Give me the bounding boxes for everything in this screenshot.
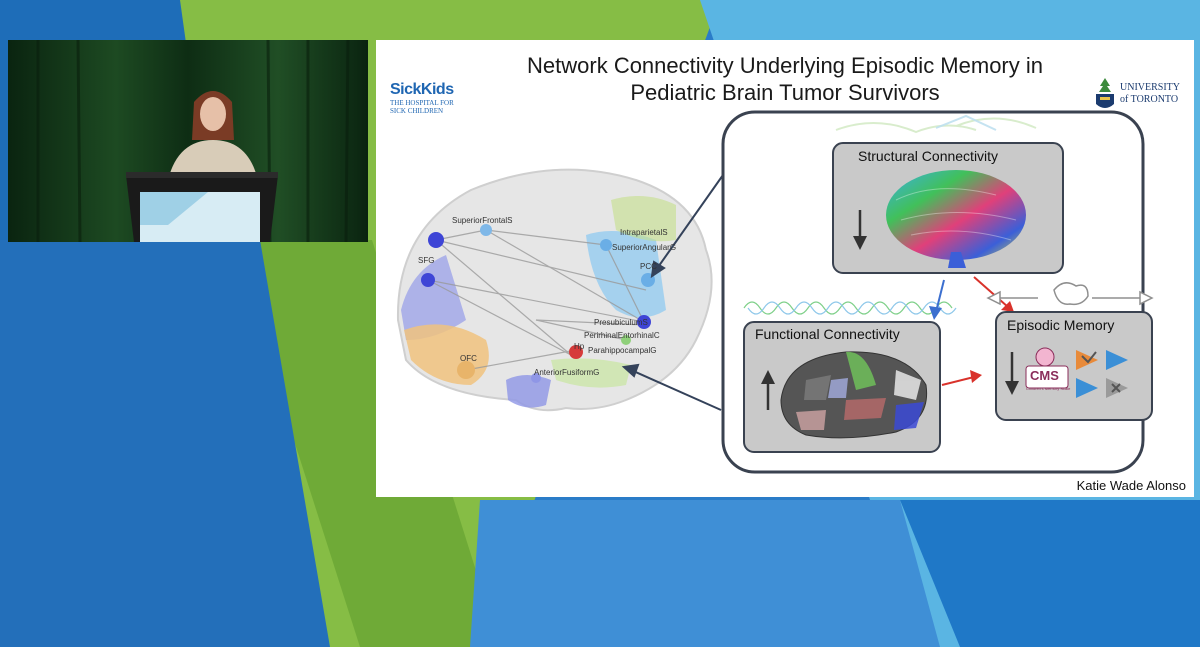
red-arrow-icon <box>1001 301 1014 312</box>
up-arrow-icon <box>761 370 775 384</box>
blue-arrow-icon <box>929 306 942 320</box>
episodic-gray-arrows <box>986 290 1154 306</box>
structural-brain-image <box>886 170 1026 268</box>
speaker-video-feed <box>8 40 368 242</box>
cms-logo-text: CMS <box>1030 368 1059 383</box>
sickkids-brand-text: SickKids <box>390 81 454 98</box>
functional-wave-lines <box>743 301 957 315</box>
uoft-line-1: UNIVERSITY <box>1120 82 1180 93</box>
roi-label-anterior-fusiform: AnteriorFusiformG <box>534 368 600 377</box>
connectivity-figure <box>396 110 1154 474</box>
uoft-line-2: of TORONTO <box>1120 94 1179 105</box>
roi-label-parahippocampal: ParahippocampalG <box>588 346 657 355</box>
roi-label-pcc: PCC <box>640 262 657 271</box>
structural-connectivity-title: Structural Connectivity <box>858 148 999 164</box>
roi-label-presubiculum: PresubiculumS <box>594 318 648 327</box>
cms-logo-image <box>1025 347 1069 389</box>
speaker-scene <box>8 40 368 242</box>
slide-title-line-2: Pediatric Brain Tumor Survivors <box>630 80 940 105</box>
parcellated-brain-image <box>780 351 928 439</box>
slide-title: Network Connectivity Underlying Episodic… <box>376 52 1194 106</box>
sickkids-subtitle-1: THE HOSPITAL FOR <box>390 99 454 107</box>
red-arrow-icon-2 <box>970 370 982 383</box>
sickkids-logo: SickKids THE HOSPITAL FOR SICK CHILDREN <box>390 81 470 115</box>
brain-outline-icon <box>1053 282 1089 306</box>
roi-label-sfg: SFG <box>418 256 435 265</box>
functional-connectivity-title: Functional Connectivity <box>755 326 900 342</box>
slide-title-line-1: Network Connectivity Underlying Episodic… <box>527 53 1043 78</box>
presenter-credit: Katie Wade Alonso <box>1076 478 1186 493</box>
roi-label-superior-frontal: SuperiorFrontalS <box>452 216 513 225</box>
roi-label-intraparietal: IntraparietalS <box>620 228 668 237</box>
roi-label-superior-angular: SuperiorAngularG <box>612 243 677 252</box>
roi-label-perirhinal: PerirhinalEntorhinalC <box>584 331 660 340</box>
episodic-memory-title: Episodic Memory <box>1007 317 1115 333</box>
cms-logo-subtitle: Children's Memory Scale <box>1026 386 1071 391</box>
down-arrow-icon <box>853 236 867 250</box>
roi-label-ofc: OFC <box>460 354 477 363</box>
memory-task-triangles <box>1076 350 1128 398</box>
university-of-toronto-logo: UNIVERSITY of TORONTO <box>1092 76 1192 116</box>
roi-label-hp: Hp <box>574 342 585 351</box>
uoft-crest-icon <box>1096 78 1114 108</box>
brain-link-arrows <box>621 174 724 411</box>
down-arrow-icon-2 <box>1005 381 1019 395</box>
glass-brain-lateral <box>396 168 713 412</box>
presentation-slide: Network Connectivity Underlying Episodic… <box>376 40 1194 497</box>
sickkids-subtitle-2: SICK CHILDREN <box>390 107 444 115</box>
